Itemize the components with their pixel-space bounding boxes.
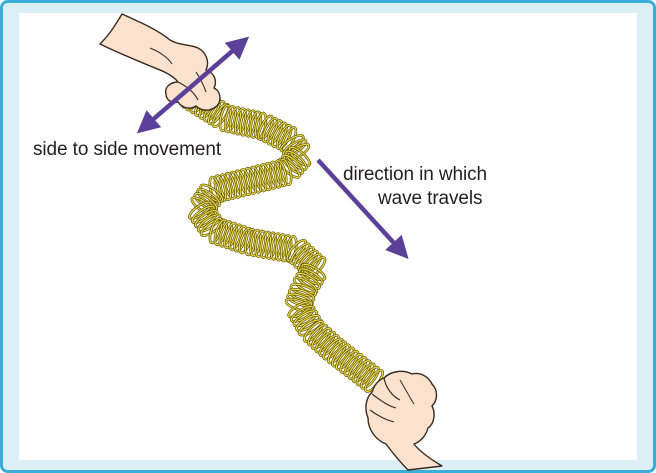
- panel-inner: [19, 13, 637, 460]
- side-movement-label: side to side movement: [33, 138, 221, 162]
- direction-label-line-2: wave travels: [378, 187, 482, 211]
- direction-label-line-1: direction in which: [343, 163, 487, 187]
